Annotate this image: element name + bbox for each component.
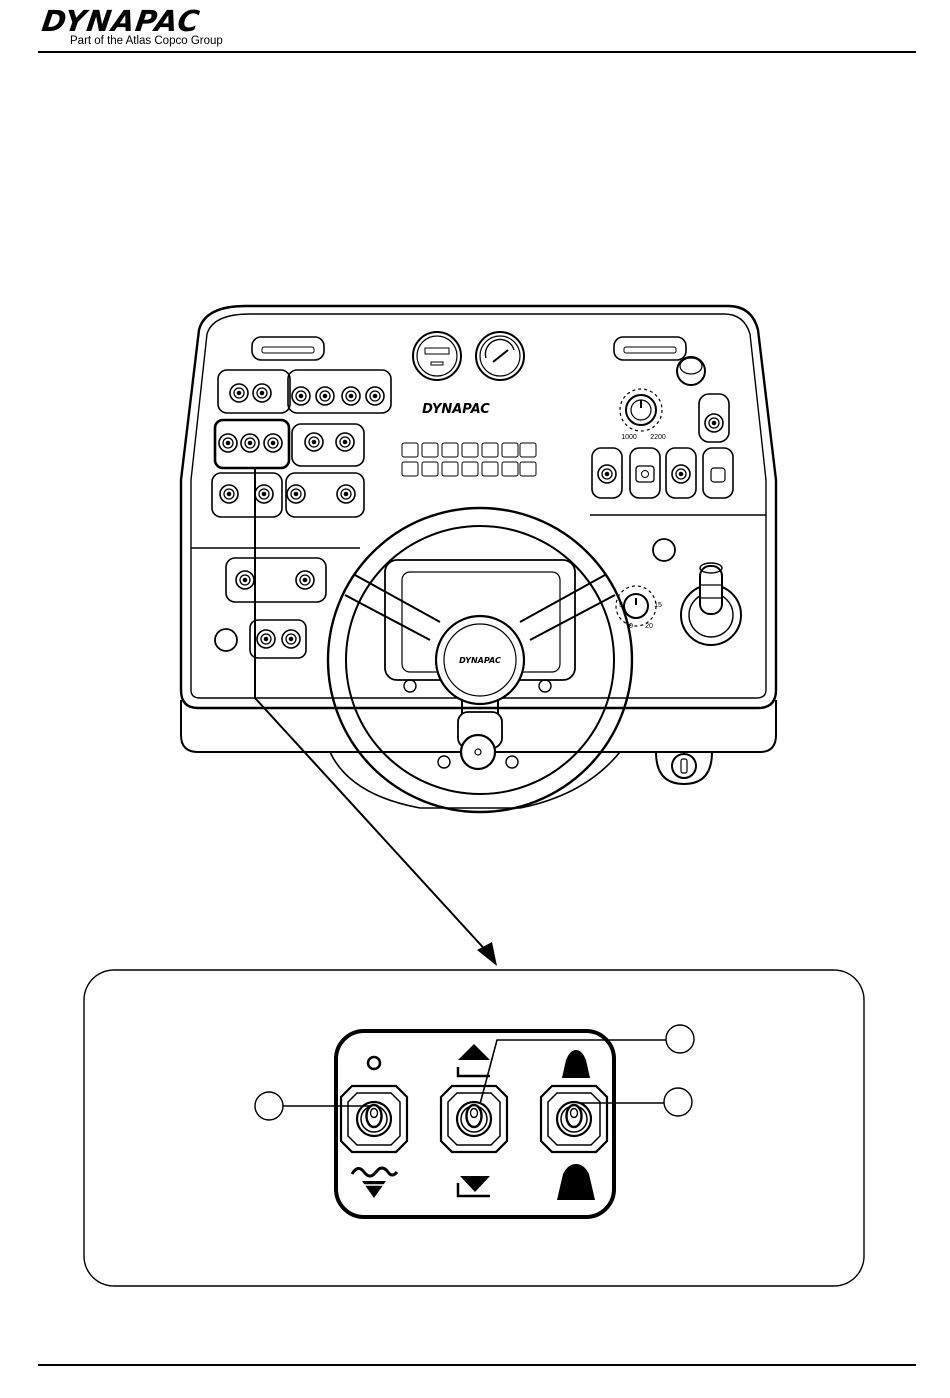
knob2-label-5: 5 [619,602,623,609]
knob1-max-label: 2200 [650,434,666,441]
knob2-label-15: 15 [654,602,662,609]
toggle-switch-2 [441,1086,507,1152]
callout-3 [664,1088,692,1116]
toggle-switch-1 [341,1086,407,1152]
knob2-label-20: 20 [645,623,653,630]
toggle-switch-3 [541,1086,607,1152]
callout-2 [666,1025,694,1053]
dashboard-panel [181,306,776,812]
callout-1 [255,1092,283,1120]
knob2-label-0: 0 [629,623,633,630]
hub-brand: DYNAPAC [459,656,501,665]
panel-brand: DYNAPAC [422,402,490,417]
detail-view [84,970,864,1286]
knob1-min-label: 1000 [621,434,637,441]
